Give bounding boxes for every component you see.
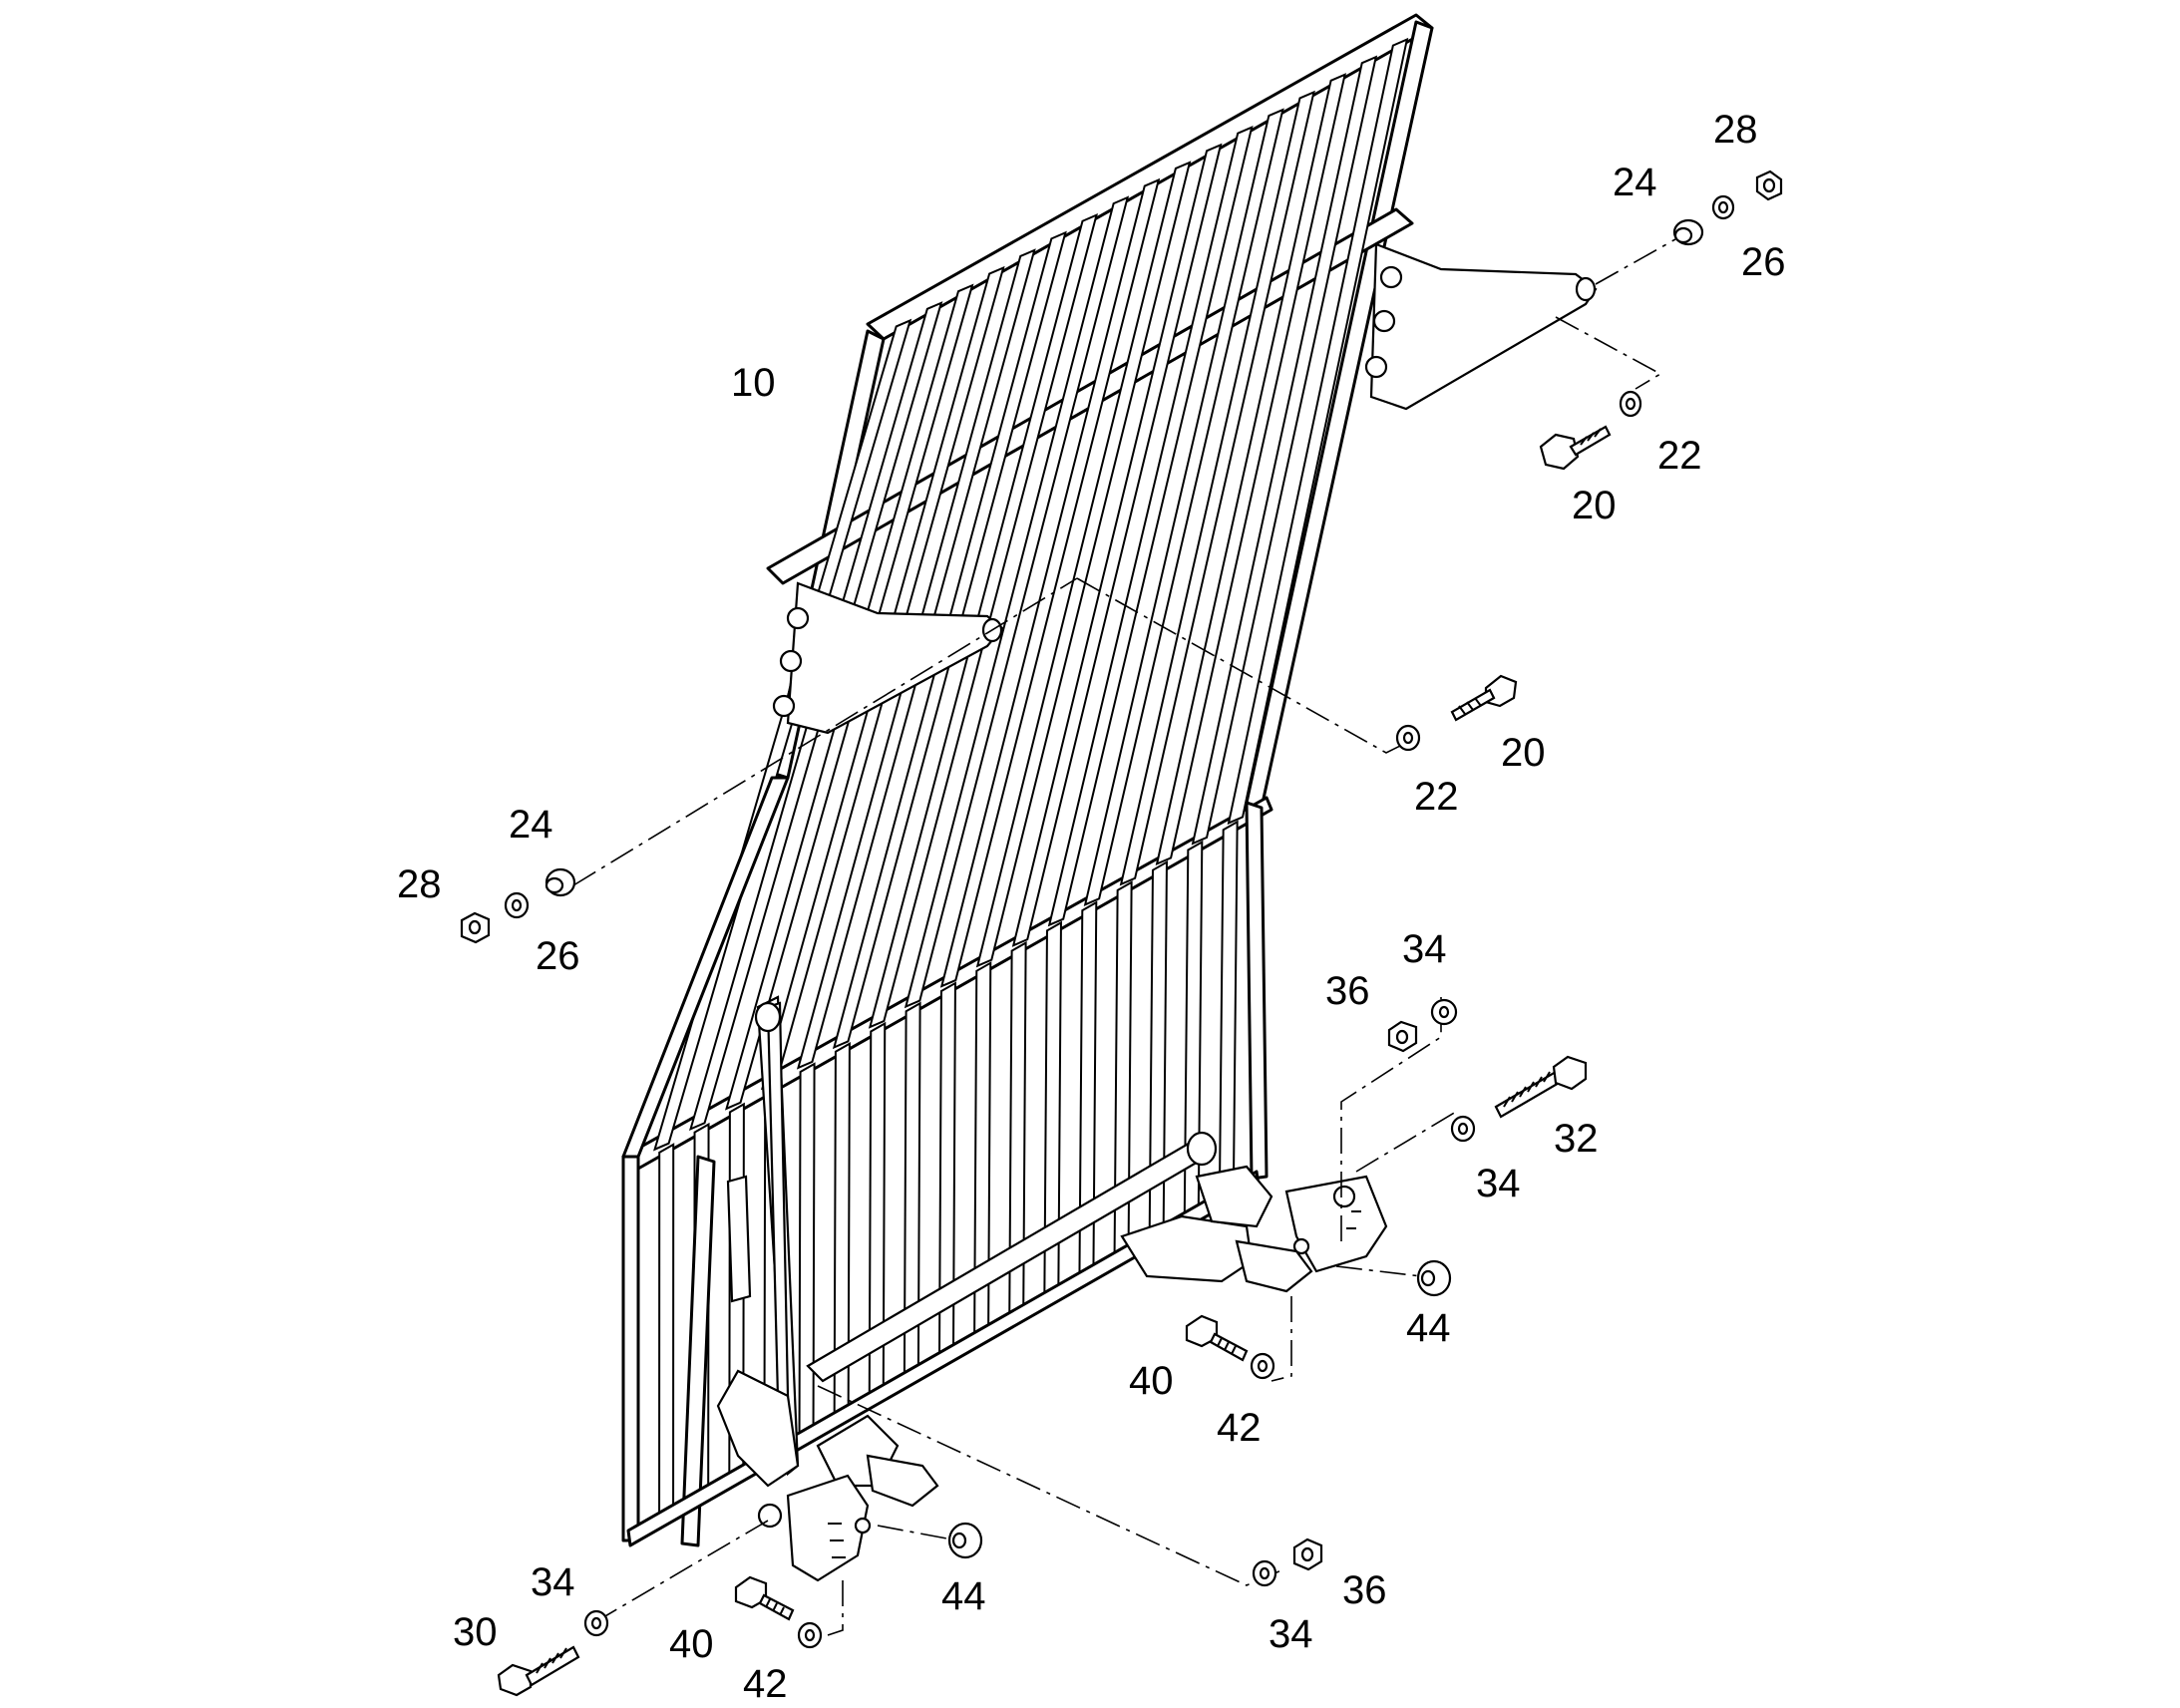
callout-26: 26 bbox=[536, 934, 580, 978]
grate-slat bbox=[1119, 90, 1315, 886]
callout-32: 32 bbox=[1554, 1117, 1599, 1161]
grate-slat bbox=[1047, 125, 1254, 927]
flanged-nut-24-left bbox=[545, 867, 576, 897]
spacer-44-left bbox=[947, 1522, 983, 1559]
grate-slat bbox=[939, 177, 1161, 988]
bolt-40-right bbox=[1185, 1314, 1249, 1362]
callout-22: 22 bbox=[1414, 775, 1459, 819]
callout-44: 44 bbox=[1406, 1306, 1451, 1350]
callout-40: 40 bbox=[1129, 1359, 1174, 1403]
washer-42-left bbox=[797, 1621, 823, 1649]
callout-labels: 10 28 24 26 22 20 20 22 24 28 26 34 36 3… bbox=[397, 108, 1786, 1706]
washer-34-right-mid bbox=[1450, 1115, 1476, 1143]
callout-34: 34 bbox=[531, 1560, 575, 1604]
hinge-bracket-right bbox=[1364, 242, 1598, 411]
flanged-nut-24-top bbox=[1672, 218, 1704, 246]
callout-26: 26 bbox=[1741, 240, 1786, 284]
washer-42-right bbox=[1250, 1352, 1275, 1380]
callout-28: 28 bbox=[1713, 108, 1758, 152]
washer-22-top bbox=[1619, 390, 1642, 418]
bolt-20-top bbox=[1539, 425, 1612, 471]
washer-34-bottom-right bbox=[1252, 1559, 1277, 1587]
grate-slat bbox=[1155, 73, 1346, 866]
grate-slat bbox=[975, 161, 1192, 968]
callout-30: 30 bbox=[453, 1610, 498, 1654]
hinge-bracket-left bbox=[772, 581, 1004, 735]
washer-22-middle bbox=[1395, 724, 1421, 752]
callout-34: 34 bbox=[1269, 1612, 1313, 1656]
washer-34-bottom-left bbox=[583, 1609, 609, 1637]
right-latch-assembly bbox=[1120, 1165, 1388, 1293]
callout-42: 42 bbox=[743, 1662, 788, 1706]
callout-36: 36 bbox=[1342, 1568, 1387, 1612]
callout-28: 28 bbox=[397, 862, 442, 906]
washer-34-right-top bbox=[1430, 998, 1458, 1026]
callout-34: 34 bbox=[1402, 927, 1447, 971]
washer-26-top bbox=[1711, 194, 1735, 220]
callout-36: 36 bbox=[1325, 969, 1370, 1013]
grate-slat bbox=[1227, 37, 1409, 826]
nut-36-right-top bbox=[1387, 1020, 1418, 1053]
grate-slat bbox=[904, 195, 1130, 1009]
callout-40: 40 bbox=[669, 1622, 714, 1666]
callout-24: 24 bbox=[509, 803, 553, 847]
grate-slat bbox=[1083, 108, 1284, 906]
callout-24: 24 bbox=[1613, 161, 1657, 204]
upper-grate-panel bbox=[621, 13, 1434, 1547]
nut-28-top bbox=[1755, 170, 1783, 201]
bolt-32 bbox=[1494, 1055, 1588, 1119]
grate-slat bbox=[1191, 55, 1378, 846]
callout-44: 44 bbox=[941, 1574, 986, 1618]
lower-grate-slat bbox=[1218, 820, 1239, 1199]
left-latch-assembly bbox=[716, 1175, 939, 1582]
callout-34: 34 bbox=[1476, 1162, 1521, 1205]
bolt-20-middle bbox=[1450, 674, 1518, 722]
bolt-40-left bbox=[734, 1575, 795, 1621]
grate-slat bbox=[1011, 143, 1223, 947]
cross-shaft bbox=[806, 1131, 1218, 1383]
bolt-30 bbox=[497, 1645, 580, 1697]
lower-grate-slat bbox=[658, 1143, 675, 1526]
washer-26-left bbox=[504, 891, 530, 919]
spacer-44-right bbox=[1416, 1259, 1452, 1297]
callout-10: 10 bbox=[731, 361, 776, 405]
callout-22: 22 bbox=[1657, 434, 1702, 478]
hardware bbox=[460, 170, 1783, 1697]
callout-42: 42 bbox=[1217, 1406, 1262, 1450]
lower-grate-slat bbox=[798, 1062, 816, 1444]
nut-36-bottom bbox=[1292, 1537, 1323, 1571]
callout-20: 20 bbox=[1572, 484, 1617, 527]
callout-20: 20 bbox=[1501, 731, 1546, 775]
nut-28-left bbox=[460, 911, 491, 944]
